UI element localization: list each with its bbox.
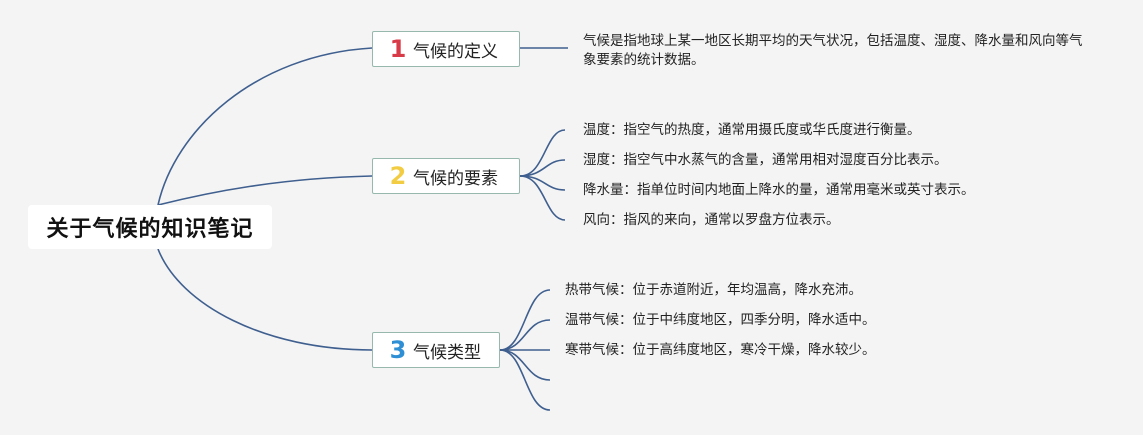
leaf-temperate[interactable]: 温带气候：位于中纬度地区，四季分明，降水适中。 xyxy=(565,312,876,328)
leaf-polar[interactable]: 寒带气候：位于高纬度地区，寒冷干燥，降水较少。 xyxy=(565,342,876,358)
branch-node-types[interactable]: 3 气候类型 xyxy=(372,332,500,368)
connector-branch-3-leaf-5 xyxy=(499,349,551,411)
leaf-humidity[interactable]: 湿度：指空气中水蒸气的含量，通常用相对湿度百分比表示。 xyxy=(583,152,948,168)
connector-branch-3-leaf-1 xyxy=(499,289,551,351)
branch-label-definition: 气候的定义 xyxy=(413,41,498,62)
branch-number-2: 2 xyxy=(389,162,407,190)
connector-branch-2-leaf-2 xyxy=(519,159,566,177)
branch-number-1: 1 xyxy=(389,35,407,63)
connector-root-branch-2 xyxy=(157,175,373,206)
leaf-tropical[interactable]: 热带气候：位于赤道附近，年均温高，降水充沛。 xyxy=(565,282,862,298)
leaf-precipitation[interactable]: 降水量：指单位时间内地面上降水的量，通常用毫米或英寸表示。 xyxy=(583,182,975,198)
branch-node-elements[interactable]: 2 气候的要素 xyxy=(372,158,520,194)
connector-branch-3-leaf-4 xyxy=(499,349,551,381)
branch-number-3: 3 xyxy=(389,336,407,364)
connector-branch-2-leaf-4 xyxy=(519,175,566,221)
root-title: 关于气候的知识笔记 xyxy=(46,217,254,242)
connector-branch-3-leaf-2 xyxy=(499,319,551,351)
leaf-temperature[interactable]: 温度：指空气的热度，通常用摄氏度或华氏度进行衡量。 xyxy=(583,122,921,138)
root-node[interactable]: 关于气候的知识笔记 xyxy=(28,205,272,249)
connector-root-branch-1 xyxy=(157,47,373,206)
branch-node-definition[interactable]: 1 气候的定义 xyxy=(372,31,520,67)
leaf-definition[interactable]: 气候是指地球上某一地区长期平均的天气状况，包括温度、湿度、降水量和风向等气象要素… xyxy=(583,33,1083,68)
connector-branch-2-leaf-1 xyxy=(519,129,566,177)
branch-label-types: 气候类型 xyxy=(413,342,481,363)
branch-label-elements: 气候的要素 xyxy=(413,168,498,189)
leaf-wind-direction[interactable]: 风向：指风的来向，通常以罗盘方位表示。 xyxy=(583,212,840,228)
connector-root-branch-3 xyxy=(157,248,373,351)
